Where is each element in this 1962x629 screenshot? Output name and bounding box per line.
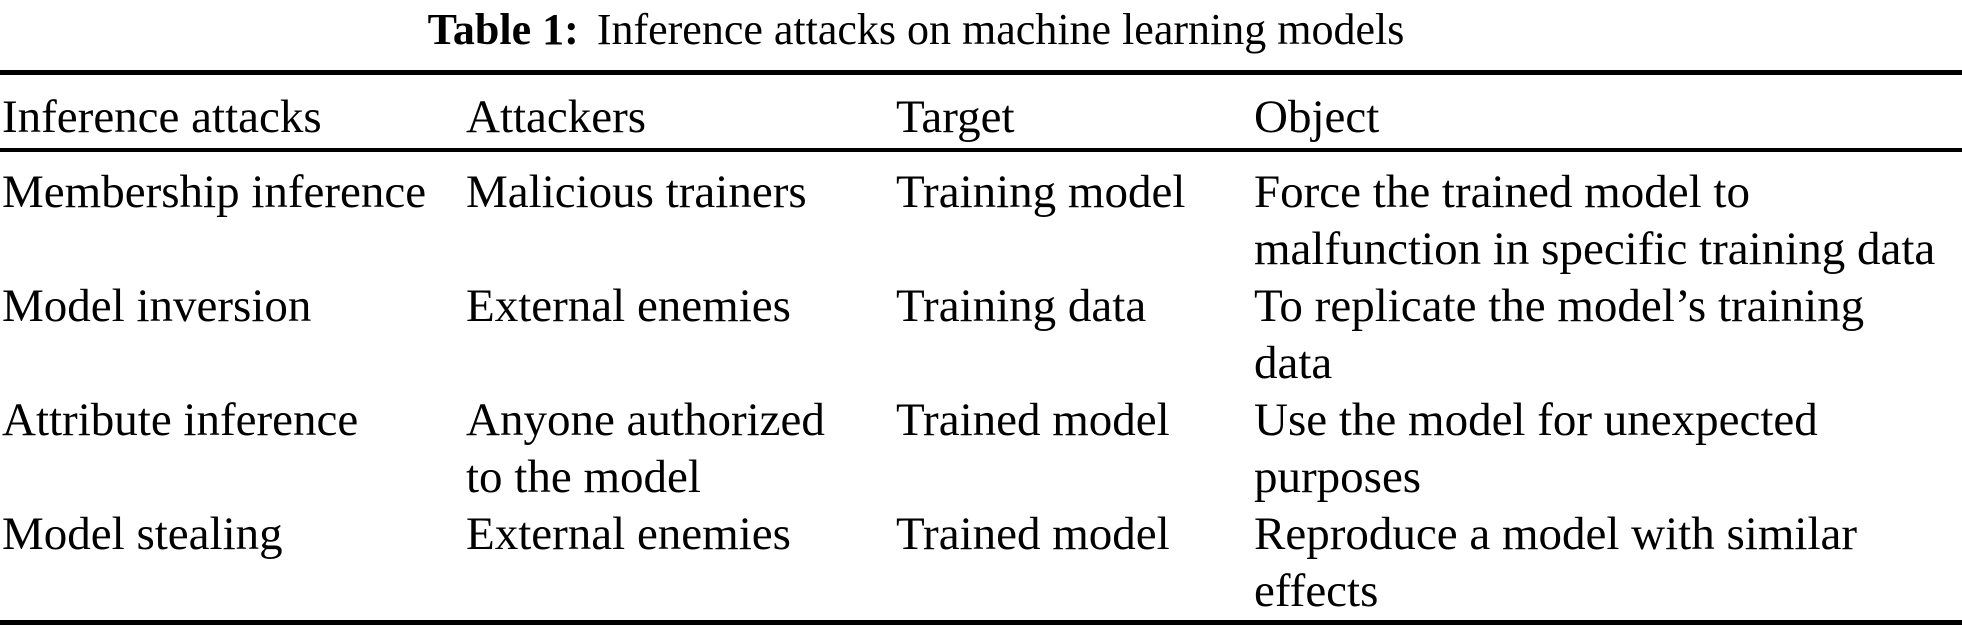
table-cell: Training model <box>896 164 1254 221</box>
cell-line: Membership inference <box>2 166 427 218</box>
cell-line: Trained model <box>896 394 1170 446</box>
cell-line: Use the model for unexpected <box>1254 394 1818 446</box>
table-cell: Model stealing <box>2 506 466 563</box>
cell-line: data <box>1254 337 1333 389</box>
cell-line: Model inversion <box>2 280 312 332</box>
table-cell: External enemies <box>466 278 896 335</box>
table-row: Model inversion External enemies Training … <box>0 278 1962 392</box>
table-cell: Trained model <box>896 506 1254 563</box>
table-cell: Attribute inference <box>2 392 466 449</box>
mid-rule <box>0 148 1962 152</box>
cell-line: External enemies <box>466 280 791 332</box>
cell-line: Attribute inference <box>2 394 359 446</box>
cell-line: Training model <box>896 166 1186 218</box>
table-cell: External enemies <box>466 506 896 563</box>
table-cell: Training data <box>896 278 1254 335</box>
column-header: Inference attacks <box>2 91 322 143</box>
table-cell: Trained model <box>896 392 1254 449</box>
cell-line: Force the trained model to <box>1254 166 1750 218</box>
cell-line: Trained model <box>896 508 1170 560</box>
cell-line: Malicious trainers <box>466 166 807 218</box>
cell-line: to the model <box>466 451 701 503</box>
table-caption: Table 1: Inference attacks on machine lea… <box>0 6 1832 54</box>
column-header: Target <box>896 91 1015 143</box>
table-header-row: Inference attacks Attackers Target Object <box>0 75 1962 148</box>
bottom-rule <box>0 620 1962 625</box>
cell-line: purposes <box>1254 451 1422 503</box>
cell-line: Reproduce a model with similar <box>1254 508 1858 560</box>
column-header: Attackers <box>466 91 647 143</box>
table-row: Model stealing External enemies Trained mo… <box>0 506 1962 620</box>
cell-line: malfunction in specific training data <box>1254 223 1936 275</box>
table-cell: Model inversion <box>2 278 466 335</box>
cell-line: To replicate the model’s training <box>1254 280 1865 332</box>
cell-line: Model stealing <box>2 508 283 560</box>
cell-line: Anyone authorized <box>466 394 825 446</box>
cell-line: Training data <box>896 280 1147 332</box>
caption-text: Inference attacks on machine learning mo… <box>596 5 1405 54</box>
top-rule <box>0 70 1962 75</box>
table-cell: Malicious trainers <box>466 164 896 221</box>
table-row: Membership inference Malicious trainers Tr… <box>0 164 1962 278</box>
column-header: Object <box>1254 91 1380 143</box>
caption-label: Table 1: <box>427 5 579 54</box>
table-cell: Membership inference <box>2 164 466 221</box>
cell-line: External enemies <box>466 508 791 560</box>
cell-line: effects <box>1254 565 1379 617</box>
